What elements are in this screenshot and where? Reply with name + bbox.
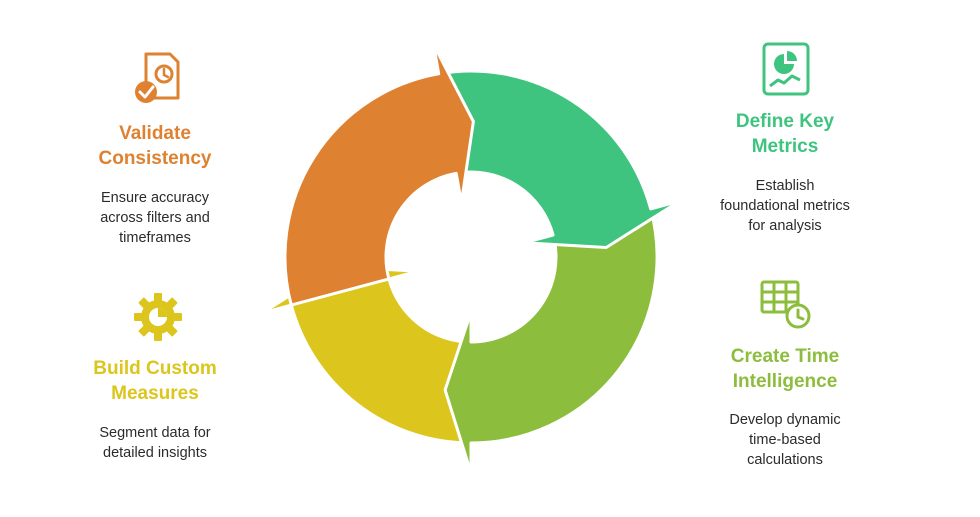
step-title-time: Create Time Intelligence xyxy=(730,346,840,392)
step-title-define: Define Key Metrics xyxy=(735,111,835,157)
pie-chart-icon xyxy=(756,38,816,98)
cycle-arrow-time xyxy=(443,207,659,475)
cycle-arrow-validate xyxy=(283,42,475,307)
table-clock-icon xyxy=(756,276,816,336)
step-title-build: Build Custom Measures xyxy=(93,358,217,404)
document-clock-check-icon xyxy=(126,48,186,108)
step-description-time: Develop dynamic time-based calculations xyxy=(729,412,841,468)
cycle-arrow-define xyxy=(437,69,682,249)
step-title-validate: Validate Consistency xyxy=(98,123,212,169)
gear-chart-icon xyxy=(128,287,188,347)
step-description-build: Segment data for detailed insights xyxy=(99,425,211,461)
step-description-define: Establish foundational metrics for analy… xyxy=(720,178,850,234)
step-description-validate: Ensure accuracy across filters and timef… xyxy=(100,190,210,246)
